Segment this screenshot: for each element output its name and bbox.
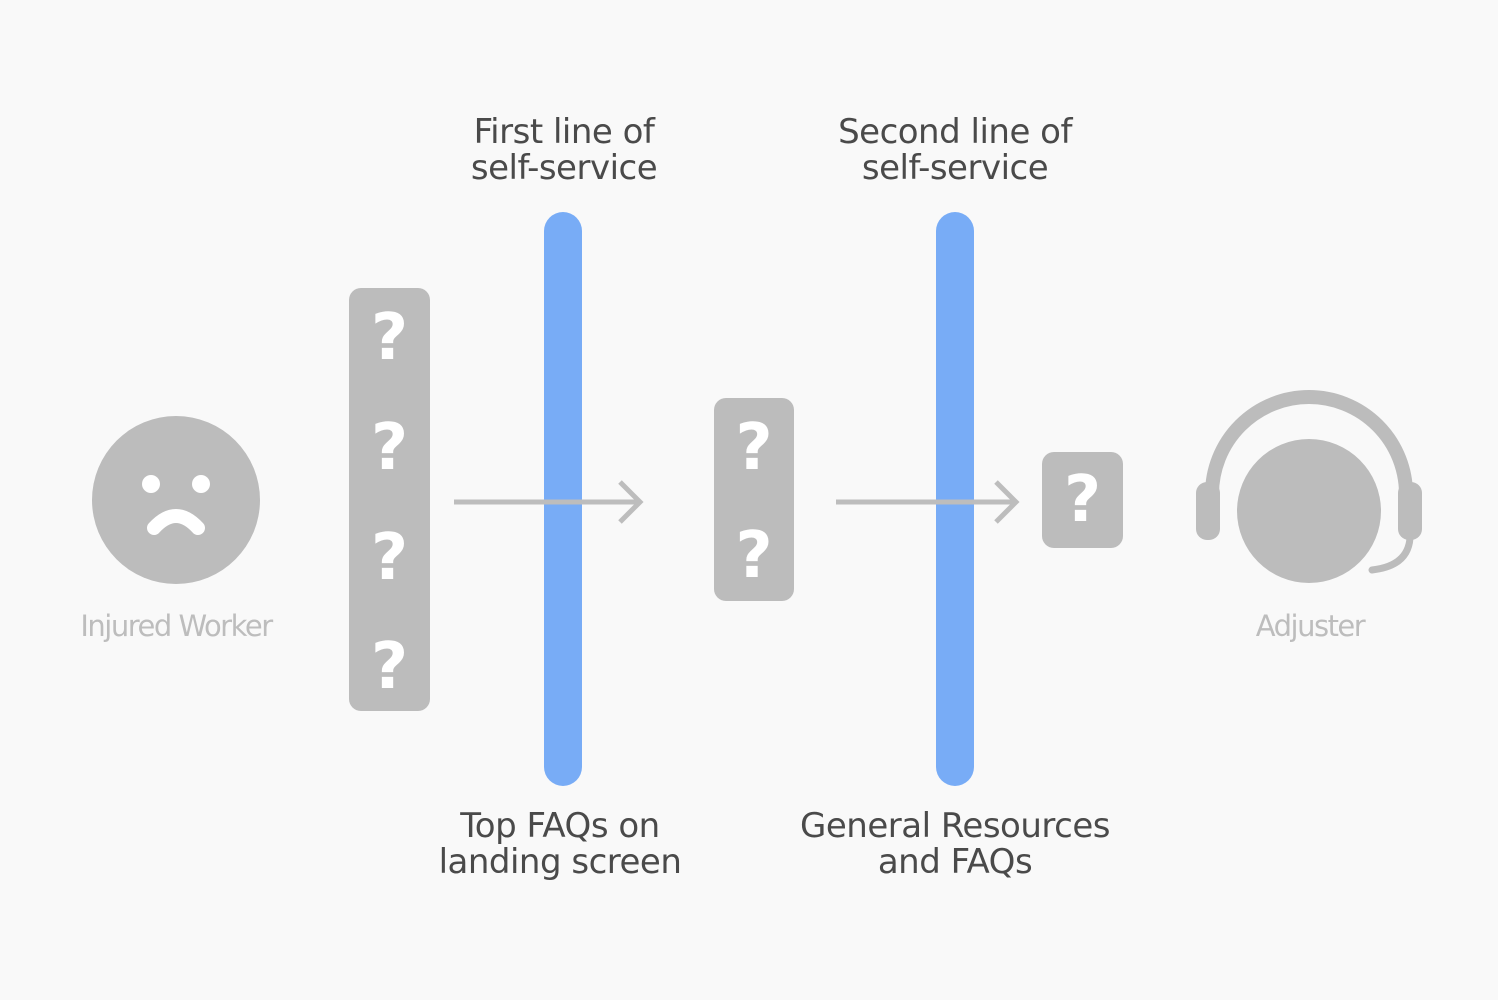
first-layer-title: First line of self-service xyxy=(414,114,714,186)
first-layer-title-line1: First line of xyxy=(473,112,655,152)
question-mark-icon: ? xyxy=(370,630,409,704)
second-self-service-bar xyxy=(936,212,974,786)
second-layer-caption: General Resources and FAQs xyxy=(765,808,1145,880)
arrow-right-icon xyxy=(454,480,644,524)
arrow-right-icon xyxy=(836,480,1020,524)
second-layer-title-line2: self-service xyxy=(861,148,1049,188)
first-layer-caption: Top FAQs on landing screen xyxy=(400,808,720,880)
question-card-stack-remaining: ? ? xyxy=(714,398,794,601)
adjuster-label: Adjuster xyxy=(1255,609,1366,643)
second-layer-title-line1: Second line of xyxy=(838,112,1072,152)
question-mark-icon: ? xyxy=(370,411,409,485)
question-card-escalated: ? xyxy=(1042,452,1123,548)
question-mark-icon: ? xyxy=(370,521,409,595)
question-mark-icon: ? xyxy=(370,301,409,375)
question-card-stack-incoming: ? ? ? ? xyxy=(349,288,430,711)
question-mark-icon: ? xyxy=(735,519,773,593)
sad-face-icon xyxy=(92,416,260,584)
second-layer-caption-line2: and FAQs xyxy=(877,842,1033,882)
first-self-service-bar xyxy=(544,212,582,786)
question-mark-icon: ? xyxy=(1063,463,1102,537)
headset-agent-icon xyxy=(1196,390,1422,583)
second-layer-caption-line1: General Resources xyxy=(800,806,1110,846)
question-mark-icon: ? xyxy=(735,411,773,485)
second-layer-title: Second line of self-service xyxy=(775,114,1135,186)
first-layer-caption-line2: landing screen xyxy=(438,842,682,882)
first-layer-caption-line1: Top FAQs on xyxy=(460,806,660,846)
first-layer-title-line2: self-service xyxy=(470,148,658,188)
injured-worker-label: Injured Worker xyxy=(80,609,273,643)
